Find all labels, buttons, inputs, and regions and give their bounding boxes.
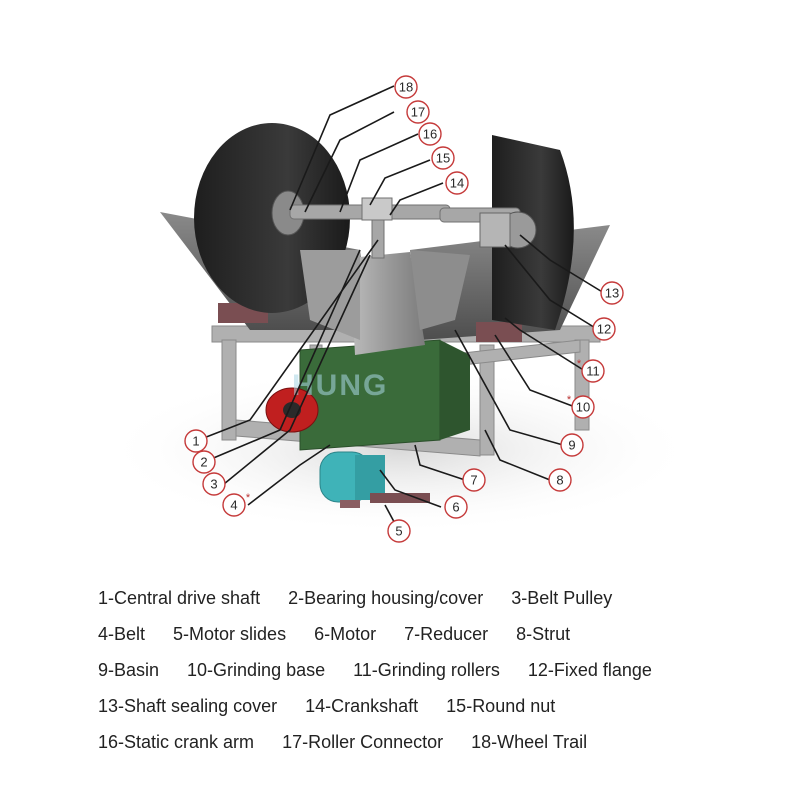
callout-number: 9	[568, 438, 575, 453]
legend-item: 16-Static crank arm	[98, 731, 255, 752]
callout-number: 2	[200, 455, 207, 470]
callout-circle	[462, 468, 486, 492]
central-tower	[350, 252, 425, 355]
callout-star: *	[577, 358, 582, 370]
grinding-base-right	[476, 322, 522, 342]
motor	[319, 451, 430, 508]
callout-number: 18	[399, 80, 413, 95]
callout-circle	[184, 429, 208, 453]
callout-10: 10 *	[567, 394, 595, 419]
callout-star: *	[246, 492, 251, 504]
legend-item: 6-Motor	[314, 623, 377, 644]
legend-item: 10-Grinding base	[187, 659, 326, 680]
callout-circle	[406, 100, 430, 124]
legend-row: 13-Shaft sealing cover 14-Crankshaft 15-Ro…	[98, 688, 758, 724]
callout-18: 18	[394, 75, 418, 99]
callout-number: 1	[192, 434, 199, 449]
callout-number: 13	[605, 286, 619, 301]
legend-item: 4-Belt	[98, 623, 146, 644]
legend-item: 18-Wheel Trail	[471, 731, 588, 752]
callout-circle	[592, 317, 616, 341]
callout-circle	[571, 395, 595, 419]
callout-17: 17	[406, 100, 430, 124]
callout-9: 9	[560, 433, 584, 457]
callout-circle	[581, 359, 605, 383]
callout-number: 5	[395, 524, 402, 539]
legend-item: 9-Basin	[98, 659, 160, 680]
callout-8: 8	[548, 468, 572, 492]
callout-15: 15	[431, 146, 455, 170]
legend-item: 2-Bearing housing/cover	[288, 587, 484, 608]
callout-2: 2	[192, 450, 216, 474]
legend-item: 5-Motor slides	[173, 623, 287, 644]
callout-number: 15	[436, 151, 450, 166]
callout-number: 14	[450, 176, 464, 191]
callout-16: 16	[418, 122, 442, 146]
callout-6: 6	[444, 495, 468, 519]
callout-4: 4*	[222, 492, 251, 517]
legend-row: 1-Central drive shaft 2-Bearing housing/c…	[98, 580, 758, 616]
central-cone	[300, 250, 360, 340]
callout-star: *	[567, 394, 572, 406]
legend-item: 11-Grinding rollers	[353, 659, 500, 680]
callout-1: 1	[184, 429, 208, 453]
callout-number: 17	[411, 105, 425, 120]
legend-item: 15-Round nut	[446, 695, 556, 716]
legend-row: 4-Belt 5-Motor slides 6-Motor 7-Reducer 8-St…	[98, 616, 758, 652]
callout-circle	[222, 493, 246, 517]
legend-item: 7-Reducer	[404, 623, 489, 644]
central-cone-right	[410, 250, 470, 330]
legend-item: 12-Fixed flange	[527, 659, 652, 680]
callout-11: 11 *	[577, 358, 605, 383]
legend-item: 1-Central drive shaft	[98, 587, 261, 608]
callout-number: 12	[597, 322, 611, 337]
legend-item: 13-Shaft sealing cover	[98, 695, 278, 716]
leader-lines	[195, 85, 605, 532]
callout-number: 16	[423, 127, 437, 142]
callout-circle	[431, 146, 455, 170]
legend-row: 16-Static crank arm 17-Roller Connector 18…	[98, 724, 758, 760]
legend-item: 17-Roller Connector	[282, 731, 444, 752]
callout-number: 4	[230, 498, 237, 513]
watermark: HUNG	[292, 369, 388, 402]
callout-number: 10	[576, 400, 590, 415]
callout-number: 6	[452, 500, 459, 515]
callout-circle	[202, 472, 226, 496]
callout-number: 7	[470, 473, 477, 488]
callout-3: 3	[202, 472, 226, 496]
callout-number: 3	[210, 477, 217, 492]
callout-circle	[600, 281, 624, 305]
callout-circle	[418, 122, 442, 146]
callout-number: 11	[586, 364, 600, 379]
callout-5: 5	[387, 519, 411, 543]
legend-item: 8-Strut	[516, 623, 571, 644]
callout-circle	[548, 468, 572, 492]
callout-14: 14	[445, 171, 469, 195]
legend: 1-Central drive shaft 2-Bearing housing/c…	[98, 580, 758, 760]
callout-13: 13	[600, 281, 624, 305]
ground-shadow	[100, 365, 700, 535]
callout-circle	[445, 171, 469, 195]
legend-row: 9-Basin 10-Grinding base 11-Grinding rolle…	[98, 652, 758, 688]
callout-circle	[394, 75, 418, 99]
legend-item: 3-Belt Pulley	[511, 587, 613, 608]
callout-circle	[192, 450, 216, 474]
callout-number: 8	[556, 473, 563, 488]
callout-circle	[444, 495, 468, 519]
fixed-flange	[479, 212, 511, 248]
callout-circle	[560, 433, 584, 457]
callout-circle	[387, 519, 411, 543]
callout-12: 12	[592, 317, 616, 341]
legend-item: 14-Crankshaft	[305, 695, 419, 716]
callout-7: 7	[462, 468, 486, 492]
